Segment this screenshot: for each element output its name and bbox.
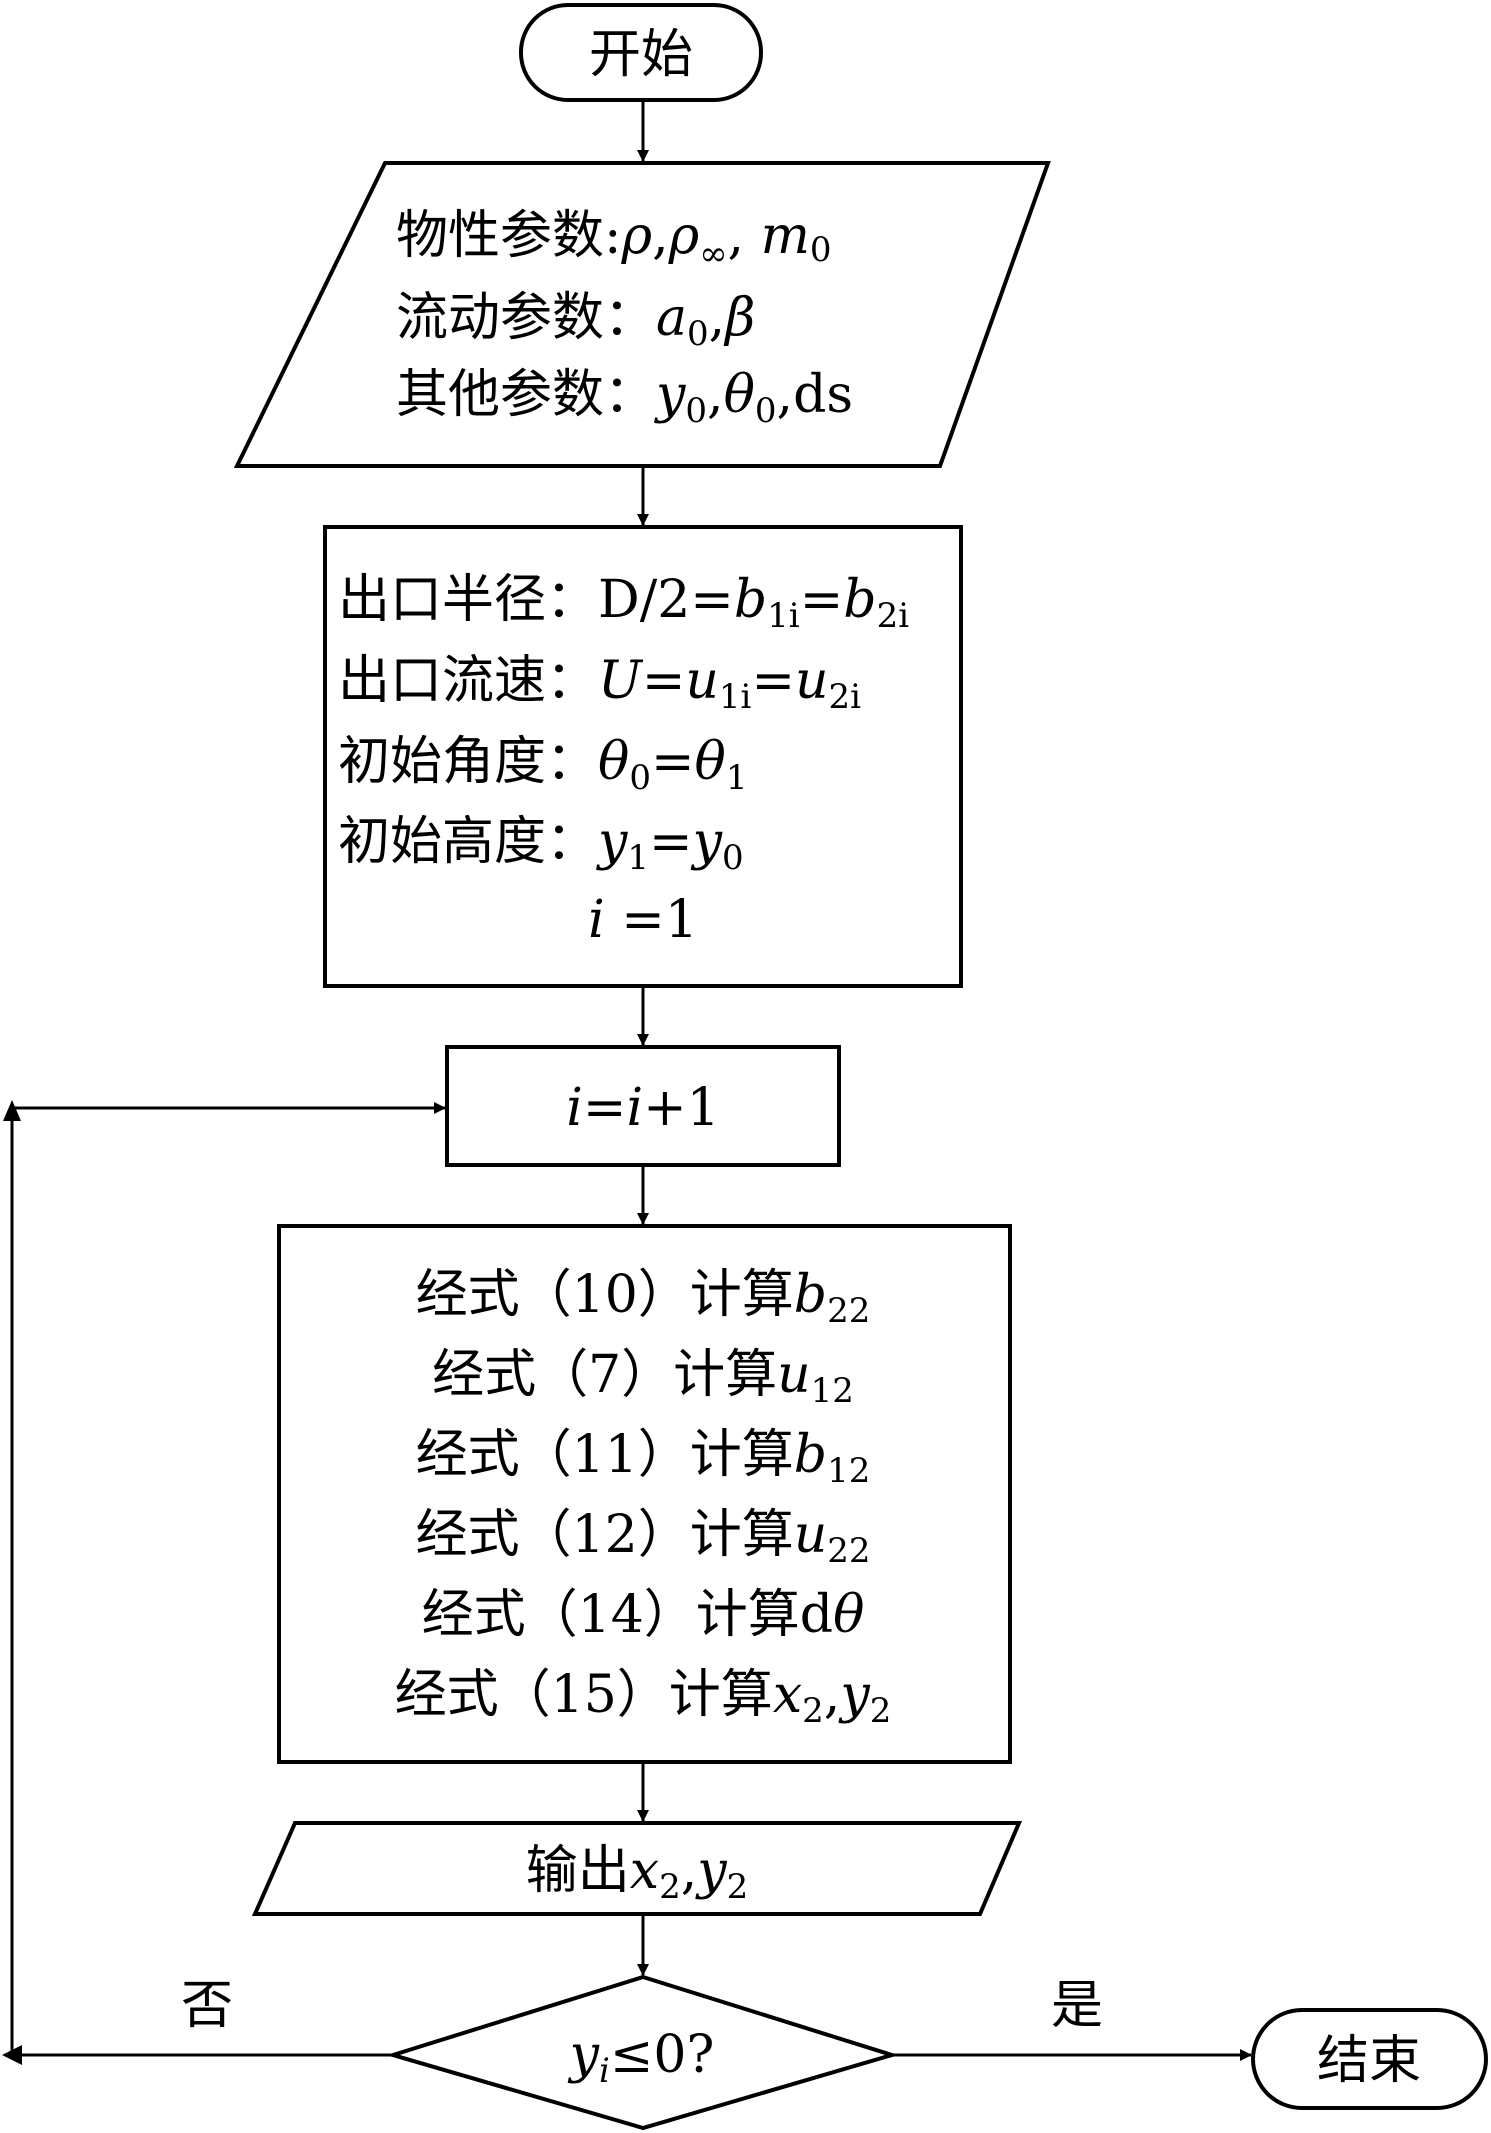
init-line-height: 初始高度：y1=y0 — [338, 812, 744, 878]
end-label: 结束 — [1317, 2031, 1421, 2091]
init-line-index: i =1 — [588, 890, 698, 950]
init-line-velocity: 出口流速：U=u1i=u2i — [338, 651, 861, 717]
output-label: 输出x2,y2 — [526, 1841, 749, 1907]
increment-label: i=i+1 — [566, 1078, 720, 1138]
init-line-radius: 出口半径：D/2=b1i=b2i — [338, 570, 909, 636]
input-line-flow: 流动参数：a0,β — [396, 288, 755, 354]
branch-no-label: 否 — [181, 1976, 233, 2036]
decision-diamond — [386, 1974, 899, 2131]
input-line-physical: 物性参数:ρ,ρ∞, m0 — [396, 206, 832, 274]
loop-up-arrowhead — [3, 1100, 21, 1121]
input-line-other: 其他参数：y0,θ0,ds — [396, 365, 853, 431]
calc-line-u12: 经式（7）计算u12 — [432, 1345, 854, 1411]
branch-yes-label: 是 — [1051, 1976, 1103, 2036]
calc-line-xy: 经式（15）计算x2,y2 — [395, 1665, 892, 1731]
decision-label: yi≤0? — [568, 2025, 715, 2091]
calc-line-dtheta: 经式（14）计算dθ — [422, 1585, 865, 1645]
end-terminator — [1251, 2008, 1488, 2110]
calc-line-b22: 经式（10）计算b22 — [416, 1265, 871, 1331]
output-parallelogram — [251, 1821, 1023, 1916]
calc-line-b12: 经式（11）计算b12 — [416, 1425, 871, 1491]
loop-left-arrowhead — [2, 2045, 22, 2065]
calc-line-u22: 经式（12）计算u22 — [416, 1505, 871, 1571]
input-parallelogram — [233, 161, 1051, 468]
start-terminator — [519, 3, 763, 102]
init-line-angle: 初始角度：θ0=θ1 — [338, 732, 748, 798]
start-label: 开始 — [589, 25, 693, 85]
